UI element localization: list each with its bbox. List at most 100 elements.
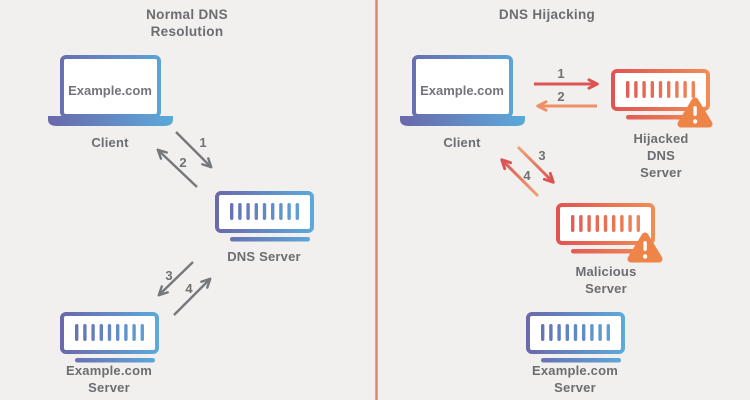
server-icon xyxy=(556,203,655,254)
warning-exclamation-bar xyxy=(643,241,647,251)
server-vent-bar xyxy=(626,81,630,98)
dns-hijacking-panel: DNS Hijacking Example.com Client 1 2 Hij… xyxy=(400,7,713,395)
server-vent-bar xyxy=(582,324,586,341)
server-vent-bar xyxy=(595,215,599,232)
example-server-label-line2: Server xyxy=(554,380,596,395)
server-vent-bar xyxy=(579,215,583,232)
arrow-step-2-label: 2 xyxy=(557,89,564,104)
server-vent-bar xyxy=(658,81,663,98)
server-vent-bar xyxy=(628,215,632,232)
server-vent-bar xyxy=(634,81,638,98)
laptop-base xyxy=(400,116,525,126)
left-panel-title-line1: Normal DNS xyxy=(146,7,228,22)
server-vent-bar xyxy=(620,215,624,232)
arrow-step-3 xyxy=(157,261,194,297)
warning-exclamation-dot xyxy=(692,119,698,124)
client-screen-text: Example.com xyxy=(68,83,152,98)
arrow-step-3-label: 3 xyxy=(165,268,172,283)
server-icon xyxy=(215,191,314,242)
warning-triangle-icon xyxy=(627,232,663,263)
arrow-step-2 xyxy=(156,148,198,188)
server-vent-bar xyxy=(549,324,553,341)
server-vent-bar xyxy=(636,215,640,232)
server-vent-bar xyxy=(238,203,242,220)
server-vent-bar xyxy=(107,324,112,341)
server-vent-bar xyxy=(140,324,144,341)
hijacked-dns-server-label-line3: Server xyxy=(640,165,682,180)
arrow-step-4-label: 4 xyxy=(523,168,531,183)
arrow-step-1 xyxy=(175,131,213,169)
server-vent-bar xyxy=(83,324,87,341)
server-vent-bar xyxy=(557,324,561,341)
server-vent-bar xyxy=(541,324,545,341)
arrow-step-4-label: 4 xyxy=(185,281,193,296)
hijacked-dns-server-label-line1: Hijacked xyxy=(633,131,688,146)
laptop-base xyxy=(48,116,173,126)
server-vent-bar xyxy=(287,203,291,220)
warning-exclamation-bar xyxy=(693,106,697,116)
server-underline xyxy=(75,358,155,363)
server-vent-bar xyxy=(254,203,258,220)
client-label: Client xyxy=(91,135,129,150)
arrow-step-4 xyxy=(500,158,540,198)
server-vent-bar xyxy=(603,215,608,232)
server-icon xyxy=(526,312,625,363)
client-screen-text: Example.com xyxy=(420,83,504,98)
server-vent-bar xyxy=(91,324,95,341)
warning-triangle-icon xyxy=(677,97,713,128)
server-vent-bar xyxy=(279,203,283,220)
server-vents xyxy=(571,215,640,232)
server-vent-bar xyxy=(691,81,695,98)
server-vent-bar xyxy=(75,324,79,341)
arrow-step-1-label: 1 xyxy=(199,135,206,150)
server-vents xyxy=(541,324,610,341)
server-vents xyxy=(75,324,144,341)
malicious-server-label-line1: Malicious xyxy=(575,264,636,279)
normal-dns-resolution-panel: Normal DNS Resolution Example.com Client… xyxy=(48,7,314,395)
server-vent-bar xyxy=(675,81,679,98)
server-vent-bar xyxy=(246,203,250,220)
server-vent-bar xyxy=(667,81,671,98)
server-vent-bar xyxy=(571,215,575,232)
server-vents xyxy=(230,203,299,220)
server-vents xyxy=(626,81,695,98)
server-vent-bar xyxy=(606,324,610,341)
server-icon xyxy=(60,312,159,363)
server-vent-bar xyxy=(565,324,569,341)
server-vent-bar xyxy=(650,81,654,98)
server-underline xyxy=(541,358,621,363)
warning-exclamation-dot xyxy=(642,254,648,259)
example-server-label-line1: Example.com xyxy=(532,363,618,378)
client-label: Client xyxy=(443,135,481,150)
arrow-step-3 xyxy=(516,145,555,184)
server-vent-bar xyxy=(124,324,128,341)
server-vent-bar xyxy=(116,324,120,341)
dns-server-label: DNS Server xyxy=(227,249,301,264)
arrow-step-2-label: 2 xyxy=(179,155,186,170)
server-vent-bar xyxy=(598,324,602,341)
example-server-label-line1: Example.com xyxy=(66,363,152,378)
malicious-server-label-line2: Server xyxy=(585,281,627,296)
arrow-step-4 xyxy=(173,277,212,316)
server-vent-bar xyxy=(587,215,591,232)
right-panel-title: DNS Hijacking xyxy=(499,7,595,22)
server-vent-bar xyxy=(295,203,299,220)
server-vent-bar xyxy=(612,215,616,232)
laptop-icon xyxy=(400,55,525,126)
server-vent-bar xyxy=(262,203,267,220)
server-vent-bar xyxy=(573,324,578,341)
example-server-label-line2: Server xyxy=(88,380,130,395)
laptop-icon xyxy=(48,55,173,126)
arrow-step-1-label: 1 xyxy=(557,66,564,81)
left-panel-title-line2: Resolution xyxy=(151,24,224,39)
server-vent-bar xyxy=(230,203,234,220)
hijacked-dns-server-label-line2: DNS xyxy=(647,148,675,163)
server-vent-bar xyxy=(132,324,136,341)
server-vent-bar xyxy=(683,81,687,98)
server-vent-bar xyxy=(642,81,646,98)
server-vent-bar xyxy=(99,324,103,341)
server-vent-bar xyxy=(271,203,275,220)
arrow-step-3-label: 3 xyxy=(538,148,545,163)
server-underline xyxy=(230,237,310,242)
